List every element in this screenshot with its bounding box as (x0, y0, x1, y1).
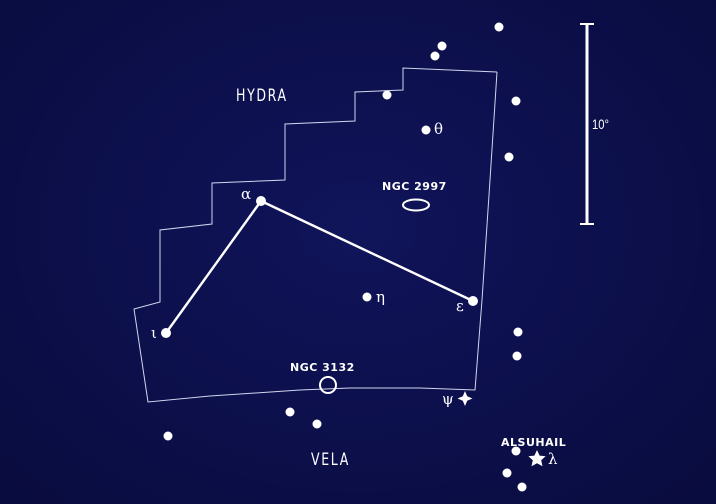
star-eta (362, 292, 372, 302)
star-theta (421, 125, 431, 135)
field-star (382, 90, 392, 100)
nebula-label: NGC 3132 (290, 361, 355, 374)
field-star (502, 468, 512, 478)
label-alpha: α (241, 185, 252, 203)
galaxy-label: NGC 2997 (382, 180, 447, 193)
constellation-label-bottom: VELA (311, 450, 350, 470)
star-alpha (256, 196, 266, 206)
field-star (511, 96, 521, 106)
label-psi: ψ (442, 390, 454, 408)
star-iota (161, 328, 171, 338)
field-star (511, 446, 521, 456)
field-star (513, 327, 523, 337)
label-iota: ι (151, 324, 157, 342)
star-alsuhail-icon (528, 450, 546, 467)
named-star-label: ALSUHAIL (501, 436, 567, 449)
label-eta: η (376, 288, 385, 306)
field-star (312, 419, 322, 429)
field-star (504, 152, 514, 162)
field-star (285, 407, 295, 417)
field-star (517, 482, 527, 492)
constellation-label-top: HYDRA (236, 86, 288, 106)
nebula-ngc3132-icon (319, 376, 337, 394)
scale-bar-label: 10° (592, 116, 609, 132)
label-lambda: λ (548, 450, 558, 468)
field-star (430, 51, 440, 61)
field-star (163, 431, 173, 441)
line-iota-alpha (165, 200, 262, 334)
galaxy-ngc2997-icon (402, 198, 430, 212)
field-star (437, 41, 447, 51)
label-epsilon: ε (456, 297, 464, 315)
star-epsilon (468, 296, 478, 306)
constellation-boundary (133, 67, 498, 403)
field-star (512, 351, 522, 361)
label-theta: θ (434, 120, 444, 138)
line-alpha-epsilon (260, 199, 474, 303)
star-psi-icon (457, 391, 473, 406)
field-star (494, 22, 504, 32)
